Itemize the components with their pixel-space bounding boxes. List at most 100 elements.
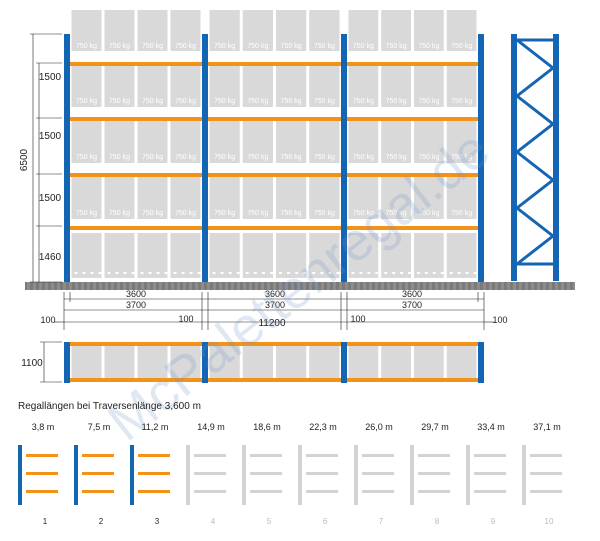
beam-top-view (208, 342, 341, 346)
inner-clearance-left-label: 100 (178, 314, 193, 324)
beam (208, 117, 341, 121)
pallet-foot (417, 272, 420, 274)
pallet-foot (90, 272, 94, 274)
pallet-foot (473, 272, 477, 274)
rack-length-number: 6 (322, 517, 328, 526)
pallet (104, 10, 135, 51)
pallet-load-label: 750 kg (175, 154, 196, 161)
pallet-load-label: 750 kg (281, 43, 302, 50)
pallet-foot (74, 272, 78, 274)
pallet-foot (440, 272, 444, 274)
pallet-load-label: 750 kg (418, 154, 439, 161)
beam-length-label-1: 3600 (126, 289, 146, 299)
rack-length-option (130, 445, 170, 505)
pallet (242, 65, 273, 107)
rack-length-option (522, 445, 562, 505)
rack-side-frame (511, 34, 559, 281)
beam-icon (82, 454, 114, 457)
pallet-foot (359, 272, 363, 274)
rack-length-label: 11,2 m (141, 422, 169, 432)
pallet (348, 10, 379, 51)
pallet-load-label: 750 kg (76, 154, 97, 161)
level-height-label-4: 1460 (39, 252, 62, 263)
pallet-foot (212, 272, 216, 274)
total-height-label: 6500 (19, 148, 30, 171)
beam-icon (250, 454, 282, 457)
beam-icon (418, 490, 450, 493)
pallet (209, 177, 240, 219)
beam-top-view (70, 378, 202, 382)
beam-icon (250, 472, 282, 475)
beam-top-view (70, 342, 202, 346)
pallet (242, 10, 273, 51)
pallet-top-view (446, 343, 477, 381)
pallet (309, 65, 340, 107)
pallet (381, 10, 411, 51)
pallet-foot (295, 272, 299, 274)
pallet-load-label: 750 kg (281, 210, 302, 217)
pallet-load-label: 750 kg (353, 98, 374, 105)
pallet (71, 10, 102, 51)
pallet (242, 121, 273, 163)
pallet-load-label: 750 kg (247, 43, 268, 50)
upright-icon (242, 445, 246, 505)
beam-icon (194, 472, 226, 475)
pallet-load-label: 750 kg (109, 43, 130, 50)
pallet (381, 233, 411, 278)
pallet-load-label: 750 kg (247, 210, 268, 217)
upright-icon (130, 445, 134, 505)
pallet (209, 65, 240, 107)
pallet (170, 65, 201, 107)
pallet (446, 65, 477, 107)
beam-icon (474, 472, 506, 475)
rack-length-number: 10 (544, 517, 554, 526)
pallet (446, 177, 477, 219)
rack-length-option (74, 445, 114, 505)
pallet-load-label: 750 kg (353, 210, 374, 217)
beam-icon (138, 490, 170, 493)
level-height-label-2: 1500 (39, 131, 62, 142)
beam-icon (306, 472, 338, 475)
pallet-load-label: 750 kg (451, 43, 472, 50)
bay-length-label-2: 3700 (265, 300, 285, 310)
pallet (170, 10, 201, 51)
pallet-foot (457, 272, 461, 274)
rack-length-label: 37,1 m (533, 422, 561, 432)
height-dimensions (30, 33, 62, 283)
pallet (276, 65, 307, 107)
pallet (414, 233, 444, 278)
beam-icon (306, 490, 338, 493)
pallet-load-label: 750 kg (142, 43, 163, 50)
beam (208, 226, 341, 230)
pallet-foot (98, 272, 102, 274)
pallet (414, 10, 444, 51)
upright (64, 34, 70, 282)
pallet-load-label: 750 kg (142, 210, 163, 217)
pallet-foot (140, 272, 144, 274)
rack-length-number: 1 (42, 517, 48, 526)
pallet-foot (261, 272, 265, 274)
pallet-foot (164, 272, 168, 274)
pallet (446, 10, 477, 51)
rack-length-label: 3,8 m (31, 422, 55, 432)
pallet (348, 65, 379, 107)
pallet-foot (131, 272, 135, 274)
upright-icon (410, 445, 414, 505)
pallet-load-label: 750 kg (109, 210, 130, 217)
pallet-load-label: 750 kg (109, 98, 130, 105)
beam-top-view (347, 342, 478, 346)
rack-length-label: 22,3 m (309, 422, 337, 432)
upright-icon (298, 445, 302, 505)
pallet-load-label: 750 kg (214, 210, 235, 217)
pallet-load-label: 750 kg (281, 154, 302, 161)
pallet-load-label: 750 kg (418, 43, 439, 50)
beam-icon (530, 472, 562, 475)
pallet-top-view (104, 343, 135, 381)
pallet-foot (189, 272, 193, 274)
rack-length-label: 26,0 m (365, 422, 393, 432)
pallet (414, 65, 444, 107)
pallet-foot (236, 272, 240, 274)
pallet-foot (173, 272, 177, 274)
pallet-foot (123, 272, 127, 274)
pallet-foot (312, 272, 316, 274)
